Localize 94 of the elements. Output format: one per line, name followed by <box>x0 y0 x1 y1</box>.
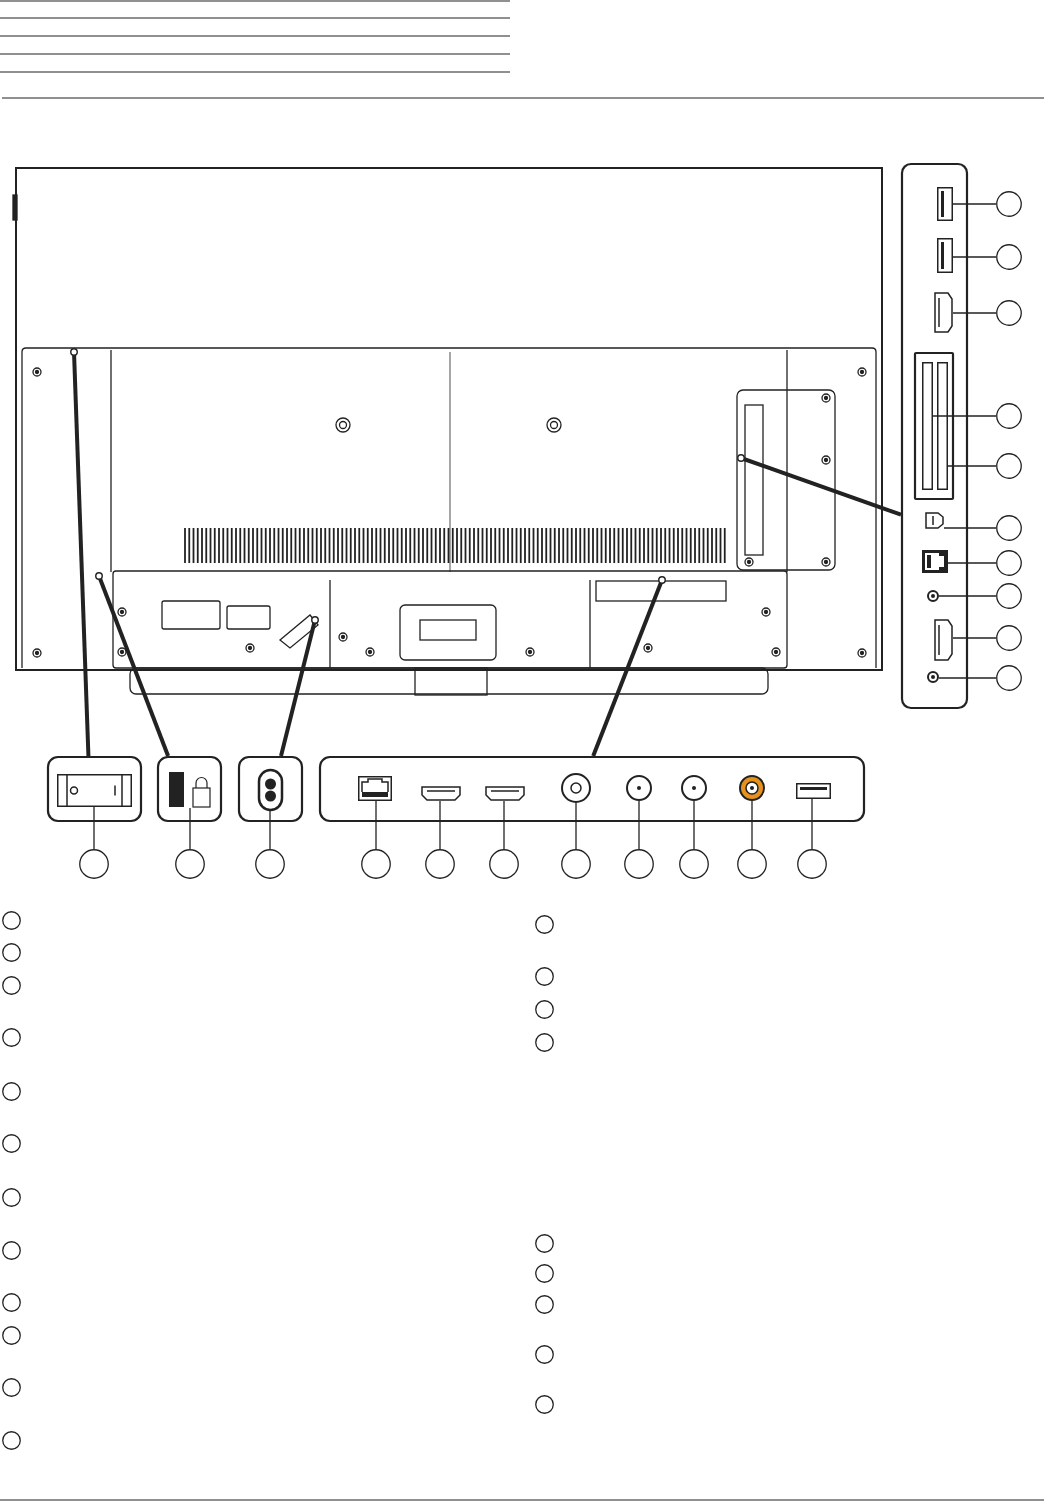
antenna-socket <box>561 773 591 803</box>
callout-circle <box>996 403 1022 429</box>
callout-circle <box>996 665 1022 691</box>
list-marker-circle <box>1 1081 21 1101</box>
callout-circle <box>361 849 391 879</box>
callout-circle <box>797 849 827 879</box>
leader-line <box>575 802 577 850</box>
lock-panel <box>157 756 222 822</box>
hdmi-port <box>485 786 525 801</box>
mini-port <box>925 512 944 529</box>
connector-panel <box>319 756 865 822</box>
list-marker-circle <box>534 1233 554 1253</box>
list-marker-circle <box>534 999 554 1019</box>
switch-panel <box>47 756 142 822</box>
callout-circle <box>996 550 1022 576</box>
leader-line <box>93 806 95 850</box>
callout-circle <box>79 849 109 879</box>
leader-line <box>952 312 997 314</box>
callout-circle <box>996 244 1022 270</box>
leader-line <box>95 572 170 757</box>
list-marker-circle <box>534 966 554 986</box>
side-connector-panel <box>901 163 968 709</box>
list-marker-circle <box>1 1187 21 1207</box>
leader-line <box>938 595 997 597</box>
list-marker-circle <box>1 910 21 930</box>
list-marker-circle <box>534 1394 554 1414</box>
callout-circle <box>624 849 654 879</box>
list-marker-circle <box>534 1344 554 1364</box>
list-marker-circle <box>1 975 21 995</box>
callout-circle <box>996 583 1022 609</box>
usb-port <box>937 187 953 221</box>
leader-line <box>952 637 997 639</box>
list-marker-circle <box>534 914 554 934</box>
hdmi-port <box>421 786 461 801</box>
callout-circle <box>996 300 1022 326</box>
list-marker-circle <box>534 1294 554 1314</box>
leader-line <box>189 807 191 850</box>
leader-line <box>737 454 902 517</box>
leader-line <box>638 800 640 850</box>
card-slot <box>937 362 948 490</box>
leader-line <box>439 800 441 850</box>
leader-line <box>952 203 997 205</box>
callout-circle <box>996 515 1022 541</box>
callout-circle <box>175 849 205 879</box>
list-marker-circle <box>1 1377 21 1397</box>
callout-circle <box>679 849 709 879</box>
leader-line <box>693 800 695 850</box>
list-marker-circle <box>534 1263 554 1283</box>
list-marker-circle <box>1 1325 21 1345</box>
list-marker-circle <box>1 1240 21 1260</box>
power-socket <box>258 769 283 811</box>
callout-circle <box>425 849 455 879</box>
network-port <box>358 776 392 801</box>
callout-circle <box>255 849 285 879</box>
card-slot <box>922 362 933 490</box>
power-panel <box>238 756 303 822</box>
list-marker-circle <box>1 942 21 962</box>
leader-line <box>375 800 377 850</box>
callout-circle <box>489 849 519 879</box>
security-lock-slot <box>168 771 212 808</box>
leader-line <box>947 465 997 467</box>
list-marker-circle <box>1 1292 21 1312</box>
satellite-socket <box>681 775 707 801</box>
audio-jack <box>927 671 939 683</box>
leader-line <box>591 576 666 757</box>
callout-circle <box>561 849 591 879</box>
leader-line <box>938 677 997 679</box>
callout-circle <box>737 849 767 879</box>
leader-line <box>70 348 91 757</box>
callout-circle <box>996 191 1022 217</box>
list-marker-circle <box>1 1133 21 1153</box>
leader-line <box>947 562 997 564</box>
usb-port <box>796 783 831 799</box>
satellite-socket <box>626 775 652 801</box>
list-marker-circle <box>1 1027 21 1047</box>
card-reader-frame <box>914 352 954 500</box>
audio-jack <box>927 590 939 602</box>
leader-line <box>279 616 319 757</box>
hdmi-port <box>934 292 953 333</box>
network-port <box>922 550 948 573</box>
leader-line <box>932 415 997 417</box>
leader-line <box>503 800 505 850</box>
usb-port <box>937 238 953 273</box>
list-marker-circle <box>534 1032 554 1052</box>
callout-circle <box>996 625 1022 651</box>
leader-line <box>811 798 813 850</box>
leader-line <box>943 527 997 529</box>
callout-circle <box>996 453 1022 479</box>
hdmi-port <box>934 619 953 661</box>
power-switch <box>57 774 132 807</box>
leader-line <box>952 256 997 258</box>
list-marker-circle <box>1 1430 21 1450</box>
leader-line <box>269 810 271 850</box>
leader-line <box>751 800 753 850</box>
